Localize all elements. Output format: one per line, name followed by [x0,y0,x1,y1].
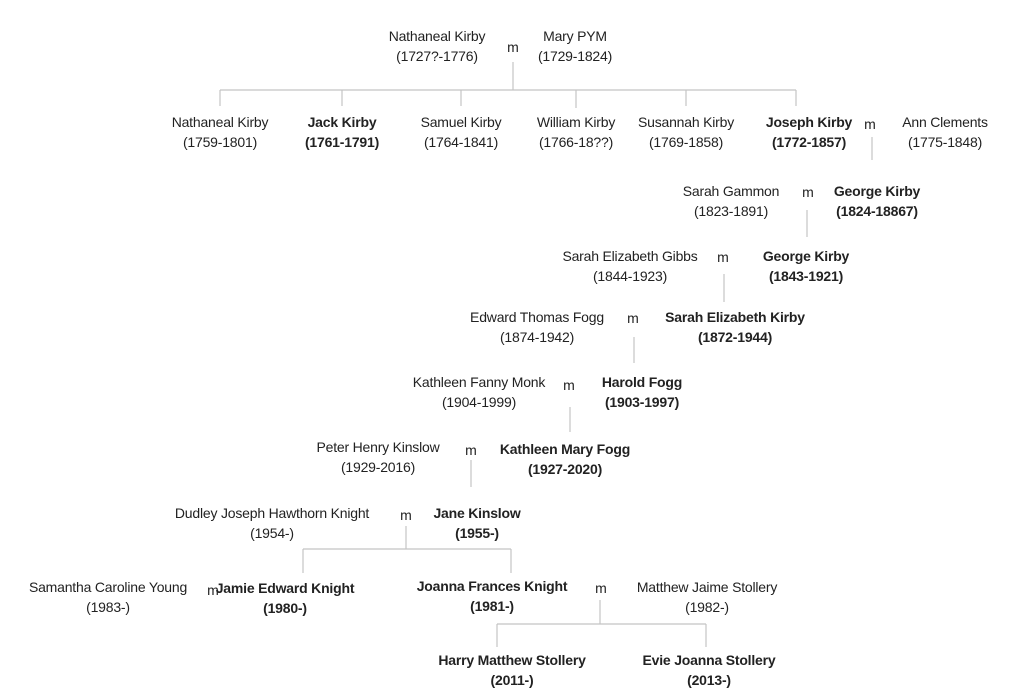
person-name: George Kirby [833,183,921,199]
marriage-marker: m [400,507,412,523]
person-name: Sarah Gammon [682,183,780,199]
person-harold-fogg: Harold Fogg (1903-1997) [602,372,682,412]
person-name: Edward Thomas Fogg [470,309,604,325]
person-susannah: Susannah Kirby (1769-1858) [638,112,734,152]
person-dates: (2013-) [687,672,731,688]
person-dates: (1727?-1776) [396,48,478,64]
person-name: Susannah Kirby [637,114,735,130]
person-william: William Kirby (1766-18??) [537,112,615,152]
person-joanna-knight: Joanna Frances Knight (1981-) [417,576,568,616]
person-dudley-knight: Dudley Joseph Hawthorn Knight (1954-) [175,503,369,543]
person-dates: (1982-) [685,599,729,615]
person-name: Jane Kinslow [433,505,521,521]
marriage-marker: m [627,310,639,326]
person-dates: (1929-2016) [340,459,416,475]
person-jamie-knight: Jamie Edward Knight (1980-) [216,578,355,618]
person-ann-clements: Ann Clements (1775-1848) [902,112,988,152]
marriage-marker: m [465,442,477,458]
person-name: Harold Fogg [601,374,683,390]
person-matthew-stollery: Matthew Jaime Stollery (1982-) [636,577,778,617]
person-evie-stollery: Evie Joanna Stollery (2013-) [643,650,776,690]
person-dates: (1761-1791) [304,134,380,150]
marriage-marker: m [563,377,575,393]
person-dates: (1764-1841) [423,134,499,150]
person-peter-kinslow: Peter Henry Kinslow (1929-2016) [316,437,439,477]
person-name: Evie Joanna Stollery [642,652,776,668]
person-dates: (1824-18867) [836,203,918,219]
marriage-marker: m [507,39,519,55]
person-jane-kinslow: Jane Kinslow (1955-) [433,503,520,543]
person-dates: (1954-) [250,525,294,541]
person-nathaneal-sr: Nathaneal Kirby (1727?-1776) [389,26,486,66]
person-dates: (1759-1801) [182,134,258,150]
person-dates: (1775-1848) [907,134,983,150]
person-name: Joanna Frances Knight [416,578,568,594]
person-dates: (1874-1942) [499,329,575,345]
person-name: Kathleen Fanny Monk [412,374,546,390]
person-samuel: Samuel Kirby (1764-1841) [421,112,502,152]
person-dates: (1729-1824) [537,48,613,64]
person-dates: (1772-1857) [771,134,847,150]
person-name: Sarah Elizabeth Gibbs [562,248,698,264]
person-name: Jamie Edward Knight [215,580,355,596]
person-sarah-gammon: Sarah Gammon (1823-1891) [682,181,780,221]
person-nathaneal-jr: Nathaneal Kirby (1759-1801) [172,112,269,152]
person-name: Harry Matthew Stollery [438,652,586,668]
person-name: Nathaneal Kirby [388,28,486,44]
person-joseph: Joseph Kirby (1772-1857) [766,112,852,152]
person-dates: (1903-1997) [604,394,680,410]
person-dates: (1927-2020) [527,461,603,477]
person-name: Mary PYM [543,28,607,44]
person-name: George Kirby [762,248,850,264]
person-dates: (1904-1999) [441,394,517,410]
person-george-1824: George Kirby (1824-18867) [834,181,920,221]
person-name: Samantha Caroline Young [28,579,188,595]
person-kathleen-monk: Kathleen Fanny Monk (1904-1999) [412,372,546,412]
person-samantha-young: Samantha Caroline Young (1983-) [29,577,187,617]
person-dates: (1872-1944) [697,329,773,345]
person-name: Jack Kirby [307,114,377,130]
person-kathleen-fogg: Kathleen Mary Fogg (1927-2020) [500,439,630,479]
person-name: Dudley Joseph Hawthorn Knight [174,505,370,521]
person-name: Sarah Elizabeth Kirby [665,309,805,325]
person-dates: (1955-) [455,525,499,541]
person-mary-pym: Mary PYM (1729-1824) [538,26,612,66]
person-edward-fogg: Edward Thomas Fogg (1874-1942) [470,307,604,347]
person-name: Samuel Kirby [420,114,502,130]
person-name: Ann Clements [902,114,988,130]
person-sarah-kirby: Sarah Elizabeth Kirby (1872-1944) [665,307,805,347]
person-dates: (1981-) [470,598,514,614]
person-dates: (1844-1923) [592,268,668,284]
person-george-1843: George Kirby (1843-1921) [763,246,849,286]
person-name: Matthew Jaime Stollery [636,579,778,595]
person-jack: Jack Kirby (1761-1791) [305,112,379,152]
person-name: Peter Henry Kinslow [316,439,440,455]
marriage-marker: m [595,580,607,596]
person-dates: (1766-18??) [538,134,614,150]
marriage-marker: m [802,184,814,200]
person-dates: (1843-1921) [768,268,844,284]
person-dates: (1769-1858) [648,134,724,150]
marriage-marker: m [207,582,219,598]
marriage-marker: m [864,116,876,132]
person-dates: (2011-) [490,672,534,688]
person-name: William Kirby [536,114,616,130]
person-dates: (1983-) [86,599,130,615]
marriage-marker: m [717,249,729,265]
person-dates: (1823-1891) [693,203,769,219]
person-name: Joseph Kirby [765,114,853,130]
person-harry-stollery: Harry Matthew Stollery (2011-) [438,650,586,690]
person-name: Nathaneal Kirby [171,114,269,130]
person-sarah-gibbs: Sarah Elizabeth Gibbs (1844-1923) [562,246,697,286]
person-dates: (1980-) [263,600,307,616]
person-name: Kathleen Mary Fogg [499,441,631,457]
